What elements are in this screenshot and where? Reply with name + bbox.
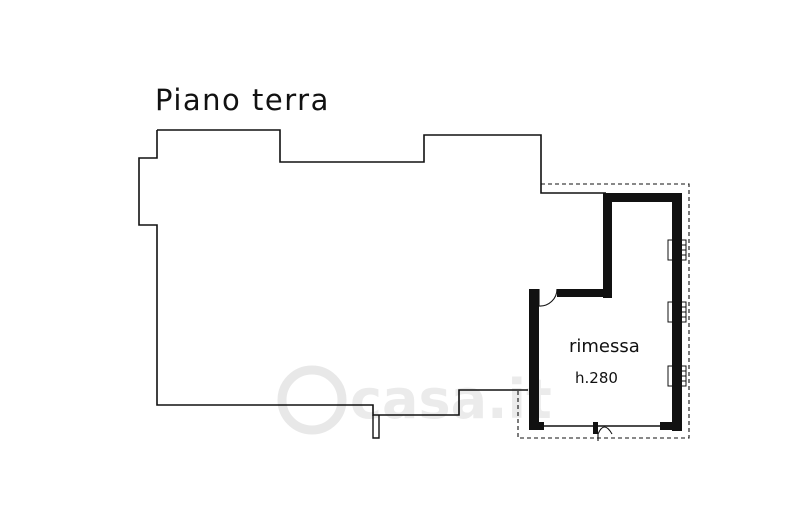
interior-door-swing-icon [538,288,558,307]
watermark-logo-icon [277,365,347,435]
room-height: h.280 [575,369,618,387]
entrance-step [372,415,380,439]
window-icon [667,365,687,387]
window-icon [667,301,687,323]
room-name: rimessa [569,336,640,357]
ground-floor-outline [157,129,606,194]
ground-floor-outline-left [138,130,528,416]
property-boundary-dashed [517,183,690,439]
garage-door-swing-icon [597,426,613,441]
watermark: casa.it [277,365,552,435]
window-icon [667,239,687,261]
garage-walls [529,193,682,434]
watermark-text: casa.it [350,368,552,431]
floor-title: Piano terra [155,83,330,117]
garage-windows [667,239,687,387]
